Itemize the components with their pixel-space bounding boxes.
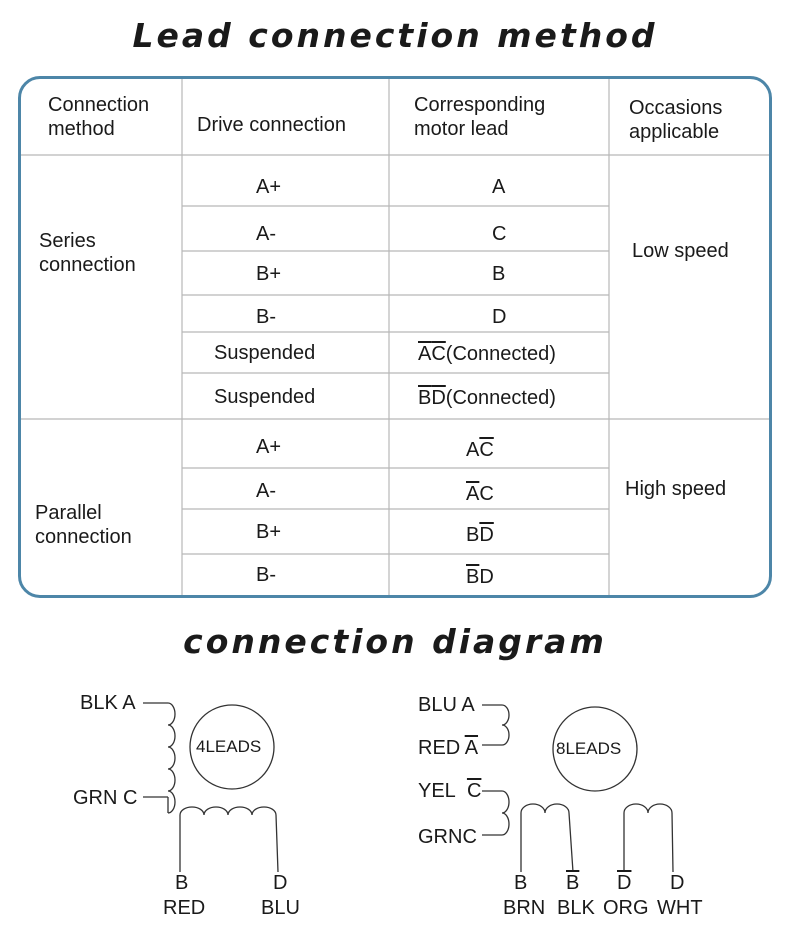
low-speed-label: Low speed bbox=[632, 240, 729, 262]
motor-8leads-label: 8LEADS bbox=[556, 739, 622, 758]
diagram-4-leads bbox=[143, 702, 279, 873]
parallel-drive-a-minus: A- bbox=[256, 480, 276, 502]
lead-b-letter: B bbox=[175, 872, 189, 894]
header-drive-connection: Drive connection bbox=[197, 114, 346, 136]
series-lead-a: A bbox=[492, 176, 506, 198]
lead-wht: WHT bbox=[657, 897, 703, 919]
parallel-drive-b-plus: B+ bbox=[256, 521, 282, 543]
lead-org: ORG bbox=[603, 897, 649, 919]
page-title: Lead connection method bbox=[132, 16, 658, 55]
lead-blk-a: BLK A bbox=[80, 692, 136, 714]
series-lead-c: C bbox=[492, 223, 507, 245]
diagram-8-leads bbox=[482, 704, 674, 873]
high-speed-label: High speed bbox=[625, 478, 727, 500]
lead-red-abar: RED A bbox=[418, 737, 479, 759]
table-grid-lines bbox=[21, 79, 769, 595]
series-drive-suspended-1: Suspended bbox=[214, 342, 316, 364]
lead-d-letter-8: D bbox=[670, 872, 685, 894]
series-drive-a-plus: A+ bbox=[256, 176, 282, 198]
lead-bbar-letter-8: B bbox=[566, 872, 580, 894]
series-lead-bd-connected: BD(Connected) bbox=[418, 387, 556, 409]
lead-yel-cbar: YEL C bbox=[418, 780, 482, 802]
lead-red: RED bbox=[163, 897, 206, 919]
series-drive-b-minus: B- bbox=[256, 306, 276, 328]
parallel-lead-abar-c: AC bbox=[466, 483, 494, 505]
parallel-lead-a-cbar: AC bbox=[466, 439, 494, 461]
series-drive-a-minus: A- bbox=[256, 223, 276, 245]
lead-brn: BRN bbox=[503, 897, 546, 919]
diagram-title: connection diagram bbox=[183, 622, 607, 661]
lead-grn-c: GRNC bbox=[418, 826, 477, 848]
parallel-drive-b-minus: B- bbox=[256, 564, 276, 586]
lead-blu-a: BLU A bbox=[418, 694, 475, 716]
motor-8leads-circle bbox=[552, 706, 638, 792]
lead-dbar-letter-8: D bbox=[617, 872, 632, 894]
series-drive-suspended-2: Suspended bbox=[214, 386, 316, 408]
series-lead-b: B bbox=[492, 263, 506, 285]
series-lead-d: D bbox=[492, 306, 507, 328]
lead-d-letter: D bbox=[273, 872, 288, 894]
parallel-lead-b-dbar: BD bbox=[466, 524, 494, 546]
lead-b-letter-8: B bbox=[514, 872, 528, 894]
lead-blk: BLK bbox=[557, 897, 595, 919]
parallel-lead-bbar-d: BD bbox=[466, 566, 494, 588]
lead-blu: BLU bbox=[261, 897, 300, 919]
lead-grn-c: GRN C bbox=[73, 787, 138, 809]
parallel-drive-a-plus: A+ bbox=[256, 436, 282, 458]
series-lead-ac-connected: AC(Connected) bbox=[418, 343, 556, 365]
motor-4leads-circle bbox=[189, 704, 275, 790]
motor-4leads-label: 4LEADS bbox=[196, 737, 262, 756]
series-drive-b-plus: B+ bbox=[256, 263, 282, 285]
